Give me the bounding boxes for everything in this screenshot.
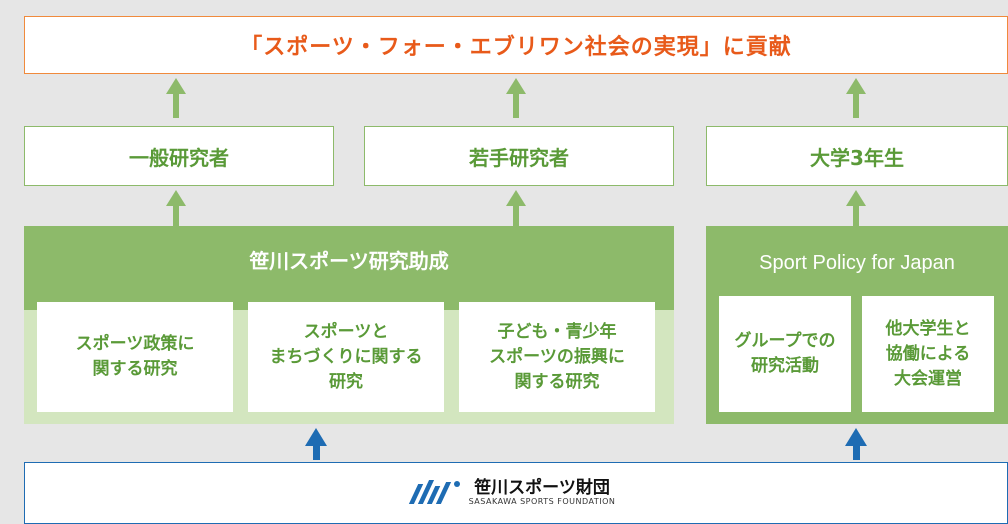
policy-item-text: グループでの 研究活動 bbox=[734, 331, 836, 376]
goal-box: 「スポーツ・フォー・エブリワン社会の実現」に貢献 bbox=[24, 16, 1008, 74]
tier-students: 大学3年生 bbox=[706, 126, 1008, 186]
tier-label: 大学3年生 bbox=[810, 145, 904, 170]
goal-text: 「スポーツ・フォー・エブリワン社会の実現」に貢献 bbox=[240, 35, 792, 60]
foundation-name-block: 笹川スポーツ財団 SASAKAWA SPORTS FOUNDATION bbox=[468, 477, 616, 506]
grant-item-text: 子ども・青少年 スポーツの振興に 関する研究 bbox=[489, 321, 625, 392]
policy-item: グループでの 研究活動 bbox=[719, 296, 851, 412]
tier-general: 一般研究者 bbox=[24, 126, 334, 186]
policy-item-text: 他大学生と 協働による 大会運営 bbox=[885, 318, 971, 389]
foundation-name-en: SASAKAWA SPORTS FOUNDATION bbox=[468, 496, 616, 506]
up-arrow-icon bbox=[506, 190, 526, 226]
tier-young: 若手研究者 bbox=[364, 126, 674, 186]
up-arrow-icon bbox=[166, 190, 186, 226]
tier-label: 一般研究者 bbox=[129, 145, 229, 170]
up-arrow-icon bbox=[305, 428, 327, 460]
grant-item: スポーツ政策に 関する研究 bbox=[37, 294, 233, 412]
grants-title-text: 笹川スポーツ研究助成 bbox=[249, 248, 449, 273]
up-arrow-icon bbox=[846, 190, 866, 226]
tier-label: 若手研究者 bbox=[469, 145, 569, 170]
policy-title-text: Sport Policy for Japan bbox=[759, 251, 955, 274]
up-arrow-icon bbox=[166, 78, 186, 118]
grant-item: スポーツと まちづくりに関する 研究 bbox=[248, 294, 444, 412]
up-arrow-icon bbox=[845, 428, 867, 460]
foundation-name: 笹川スポーツ財団 bbox=[474, 477, 610, 498]
grant-item: 子ども・青少年 スポーツの振興に 関する研究 bbox=[459, 294, 655, 412]
policy-item: 他大学生と 協働による 大会運営 bbox=[862, 296, 994, 412]
up-arrow-icon bbox=[846, 78, 866, 118]
foundation-logo: 笹川スポーツ財団 SASAKAWA SPORTS FOUNDATION bbox=[408, 477, 616, 508]
foundation-box: 笹川スポーツ財団 SASAKAWA SPORTS FOUNDATION bbox=[24, 462, 1008, 524]
up-arrow-icon bbox=[506, 78, 526, 118]
policy-title: Sport Policy for Japan bbox=[706, 226, 1008, 300]
grant-item-text: スポーツ政策に 関する研究 bbox=[75, 334, 195, 379]
foundation-logo-icon bbox=[408, 480, 460, 504]
grant-item-text: スポーツと まちづくりに関する 研究 bbox=[269, 321, 423, 392]
